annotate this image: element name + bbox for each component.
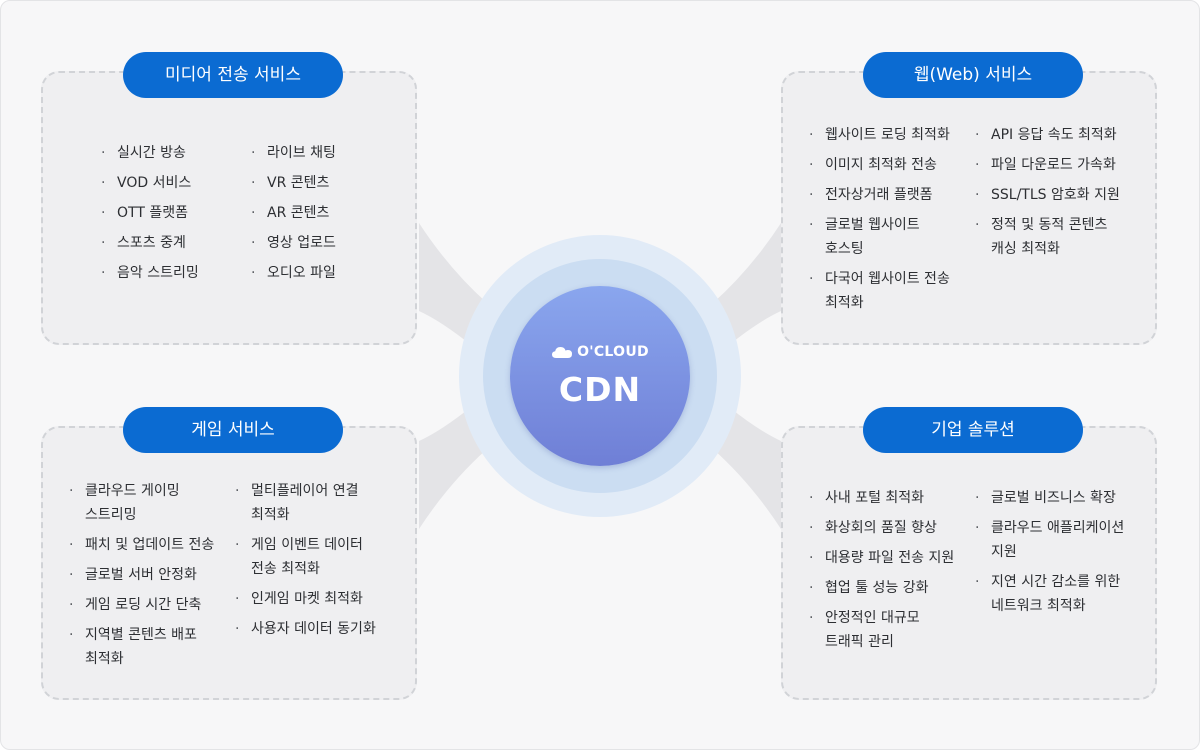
list-item: 글로벌 서버 안정화	[69, 563, 214, 587]
list-item: 글로벌 비즈니스 확장	[975, 486, 1124, 510]
list-item: 전자상거래 플랫폼	[809, 183, 950, 207]
list-item: 패치 및 업데이트 전송	[69, 533, 214, 557]
list-item-line: 클라우드 게이밍 스트리밍	[85, 483, 180, 523]
hub-title: CDN	[558, 370, 642, 409]
list-item: 사용자 데이터 동기화	[235, 617, 376, 641]
list-item: 지연 시간 감소를 위한 네트워크 최적화	[975, 570, 1124, 618]
connector-enterprise	[713, 407, 781, 529]
list-item: 영상 업로드	[251, 231, 336, 255]
panel-game: 게임 서비스 클라우드 게이밍 스트리밍 패치 및 업데이트 전송 글로벌 서버…	[41, 407, 417, 700]
panel-web: 웹(Web) 서비스 웹사이트 로딩 최적화 이미지 최적화 전송 전자상거래 …	[781, 52, 1157, 345]
list-item: 음악 스트리밍	[101, 261, 199, 285]
list-game-right: 멀티플레이어 연결 최적화 게임 이벤트 데이터 전송 최적화 인게임 마켓 최…	[235, 479, 376, 647]
list-item-line: 지연 시간 감소를 위한 네트워크 최적화	[991, 574, 1121, 614]
panel-title-enterprise: 기업 솔루션	[863, 407, 1083, 453]
brand-name: O'CLOUD	[577, 344, 649, 360]
list-item: 지역별 콘텐츠 배포 최적화	[69, 623, 214, 671]
list-media-right: 라이브 채팅 VR 콘텐츠 AR 콘텐츠 영상 업로드 오디오 파일	[251, 141, 336, 291]
list-item: 게임 이벤트 데이터 전송 최적화	[235, 533, 376, 581]
list-game-left: 클라우드 게이밍 스트리밍 패치 및 업데이트 전송 글로벌 서버 안정화 게임…	[69, 479, 214, 677]
connector-media	[419, 223, 487, 345]
list-item: 게임 로딩 시간 단축	[69, 593, 214, 617]
list-item-line: 글로벌 웹사이트 호스팅	[825, 217, 920, 257]
list-item: 인게임 마켓 최적화	[235, 587, 376, 611]
list-item-line: 안정적인 대규모 트래픽 관리	[825, 610, 920, 650]
list-item: 화상회의 품질 향상	[809, 516, 954, 540]
list-item: 멀티플레이어 연결 최적화	[235, 479, 376, 527]
list-item-line: 게임 이벤트 데이터 전송 최적화	[251, 537, 363, 577]
list-enterprise-left: 사내 포털 최적화 화상회의 품질 향상 대용량 파일 전송 지원 협업 툴 성…	[809, 486, 954, 660]
list-item-line: 클라우드 애플리케이션 지원	[991, 520, 1125, 560]
list-item: OTT 플랫폼	[101, 201, 199, 225]
list-item-line: 지역별 콘텐츠 배포 최적화	[85, 627, 197, 667]
connector-web	[713, 223, 781, 345]
list-item: 클라우드 애플리케이션 지원	[975, 516, 1124, 564]
list-item: 다국어 웹사이트 전송 최적화	[809, 267, 950, 315]
list-web-right: API 응답 속도 최적화 파일 다운로드 가속화 SSL/TLS 암호화 지원…	[975, 123, 1120, 267]
cloud-icon	[551, 345, 573, 363]
list-item: 클라우드 게이밍 스트리밍	[69, 479, 214, 527]
list-media-left: 실시간 방송 VOD 서비스 OTT 플랫폼 스포츠 중계 음악 스트리밍	[101, 141, 199, 291]
list-item-line: 멀티플레이어 연결 최적화	[251, 483, 359, 523]
list-item: 웹사이트 로딩 최적화	[809, 123, 950, 147]
list-item: VOD 서비스	[101, 171, 199, 195]
list-item: API 응답 속도 최적화	[975, 123, 1120, 147]
list-item: 정적 및 동적 콘텐츠 캐싱 최적화	[975, 213, 1120, 261]
list-item: 라이브 채팅	[251, 141, 336, 165]
list-item: SSL/TLS 암호화 지원	[975, 183, 1120, 207]
list-item: 안정적인 대규모 트래픽 관리	[809, 606, 954, 654]
list-item: 파일 다운로드 가속화	[975, 153, 1120, 177]
panel-title-game: 게임 서비스	[123, 407, 343, 453]
connector-game	[419, 407, 487, 529]
brand-logo: O'CLOUD	[510, 344, 690, 363]
list-item: 스포츠 중계	[101, 231, 199, 255]
list-item: 글로벌 웹사이트 호스팅	[809, 213, 950, 261]
list-item-line: 정적 및 동적 콘텐츠 캐싱 최적화	[991, 217, 1108, 257]
list-enterprise-right: 글로벌 비즈니스 확장 클라우드 애플리케이션 지원 지연 시간 감소를 위한 …	[975, 486, 1124, 624]
panel-title-media: 미디어 전송 서비스	[123, 52, 343, 98]
panel-title-web: 웹(Web) 서비스	[863, 52, 1083, 98]
hub-core: O'CLOUD CDN	[510, 286, 690, 466]
list-web-left: 웹사이트 로딩 최적화 이미지 최적화 전송 전자상거래 플랫폼 글로벌 웹사이…	[809, 123, 950, 321]
list-item: AR 콘텐츠	[251, 201, 336, 225]
panel-enterprise: 기업 솔루션 사내 포털 최적화 화상회의 품질 향상 대용량 파일 전송 지원…	[781, 407, 1157, 700]
list-item-line: 다국어 웹사이트 전송 최적화	[825, 271, 950, 311]
list-item: 오디오 파일	[251, 261, 336, 285]
list-item: VR 콘텐츠	[251, 171, 336, 195]
cdn-hub: O'CLOUD CDN	[459, 235, 741, 517]
list-item: 대용량 파일 전송 지원	[809, 546, 954, 570]
list-item: 이미지 최적화 전송	[809, 153, 950, 177]
panel-media: 미디어 전송 서비스 실시간 방송 VOD 서비스 OTT 플랫폼 스포츠 중계…	[41, 52, 417, 345]
list-item: 사내 포털 최적화	[809, 486, 954, 510]
list-item: 실시간 방송	[101, 141, 199, 165]
list-item: 협업 툴 성능 강화	[809, 576, 954, 600]
